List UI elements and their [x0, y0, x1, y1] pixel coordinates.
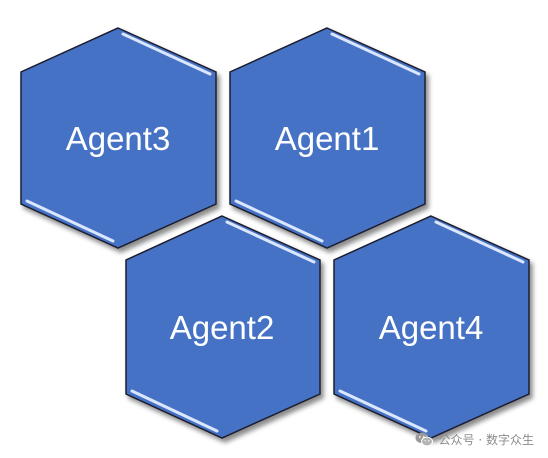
hexagon-agent2-label: Agent2	[170, 309, 275, 346]
hexagon-agent2-highlight-bottom	[130, 389, 219, 433]
hexagon-agent1-highlight-bottom	[234, 199, 324, 243]
hexagon-agent1-shape	[229, 27, 426, 249]
hexagon-agent3: Agent3	[20, 27, 217, 249]
hexagon-agent1-label: Agent1	[275, 120, 380, 157]
hexagon-agent3-label: Agent3	[66, 120, 171, 157]
hexagon-agent4-shape	[333, 215, 530, 439]
hexagon-agent4: Agent4	[333, 215, 530, 439]
hexagon-agent4-highlight	[434, 220, 525, 264]
hexagon-agent3-highlight-bottom	[25, 199, 115, 243]
hexagon-agent4-highlight-bottom	[338, 389, 428, 433]
hexagon-agent3-shape	[20, 27, 217, 249]
watermark: 公众号 · 数字众生	[415, 431, 534, 448]
hexagon-agent2-shape	[125, 215, 321, 439]
watermark-text: 公众号 · 数字众生	[438, 433, 534, 447]
hexagon-agent4-label: Agent4	[379, 309, 484, 346]
hexagon-agent1-highlight	[330, 32, 421, 76]
hexagon-agent1: Agent1	[229, 27, 426, 249]
hexagon-agent2-highlight	[225, 220, 316, 264]
hexagon-agent3-highlight	[121, 32, 212, 76]
hexagon-agent2: Agent2	[125, 215, 321, 439]
wechat-icon	[415, 432, 433, 447]
